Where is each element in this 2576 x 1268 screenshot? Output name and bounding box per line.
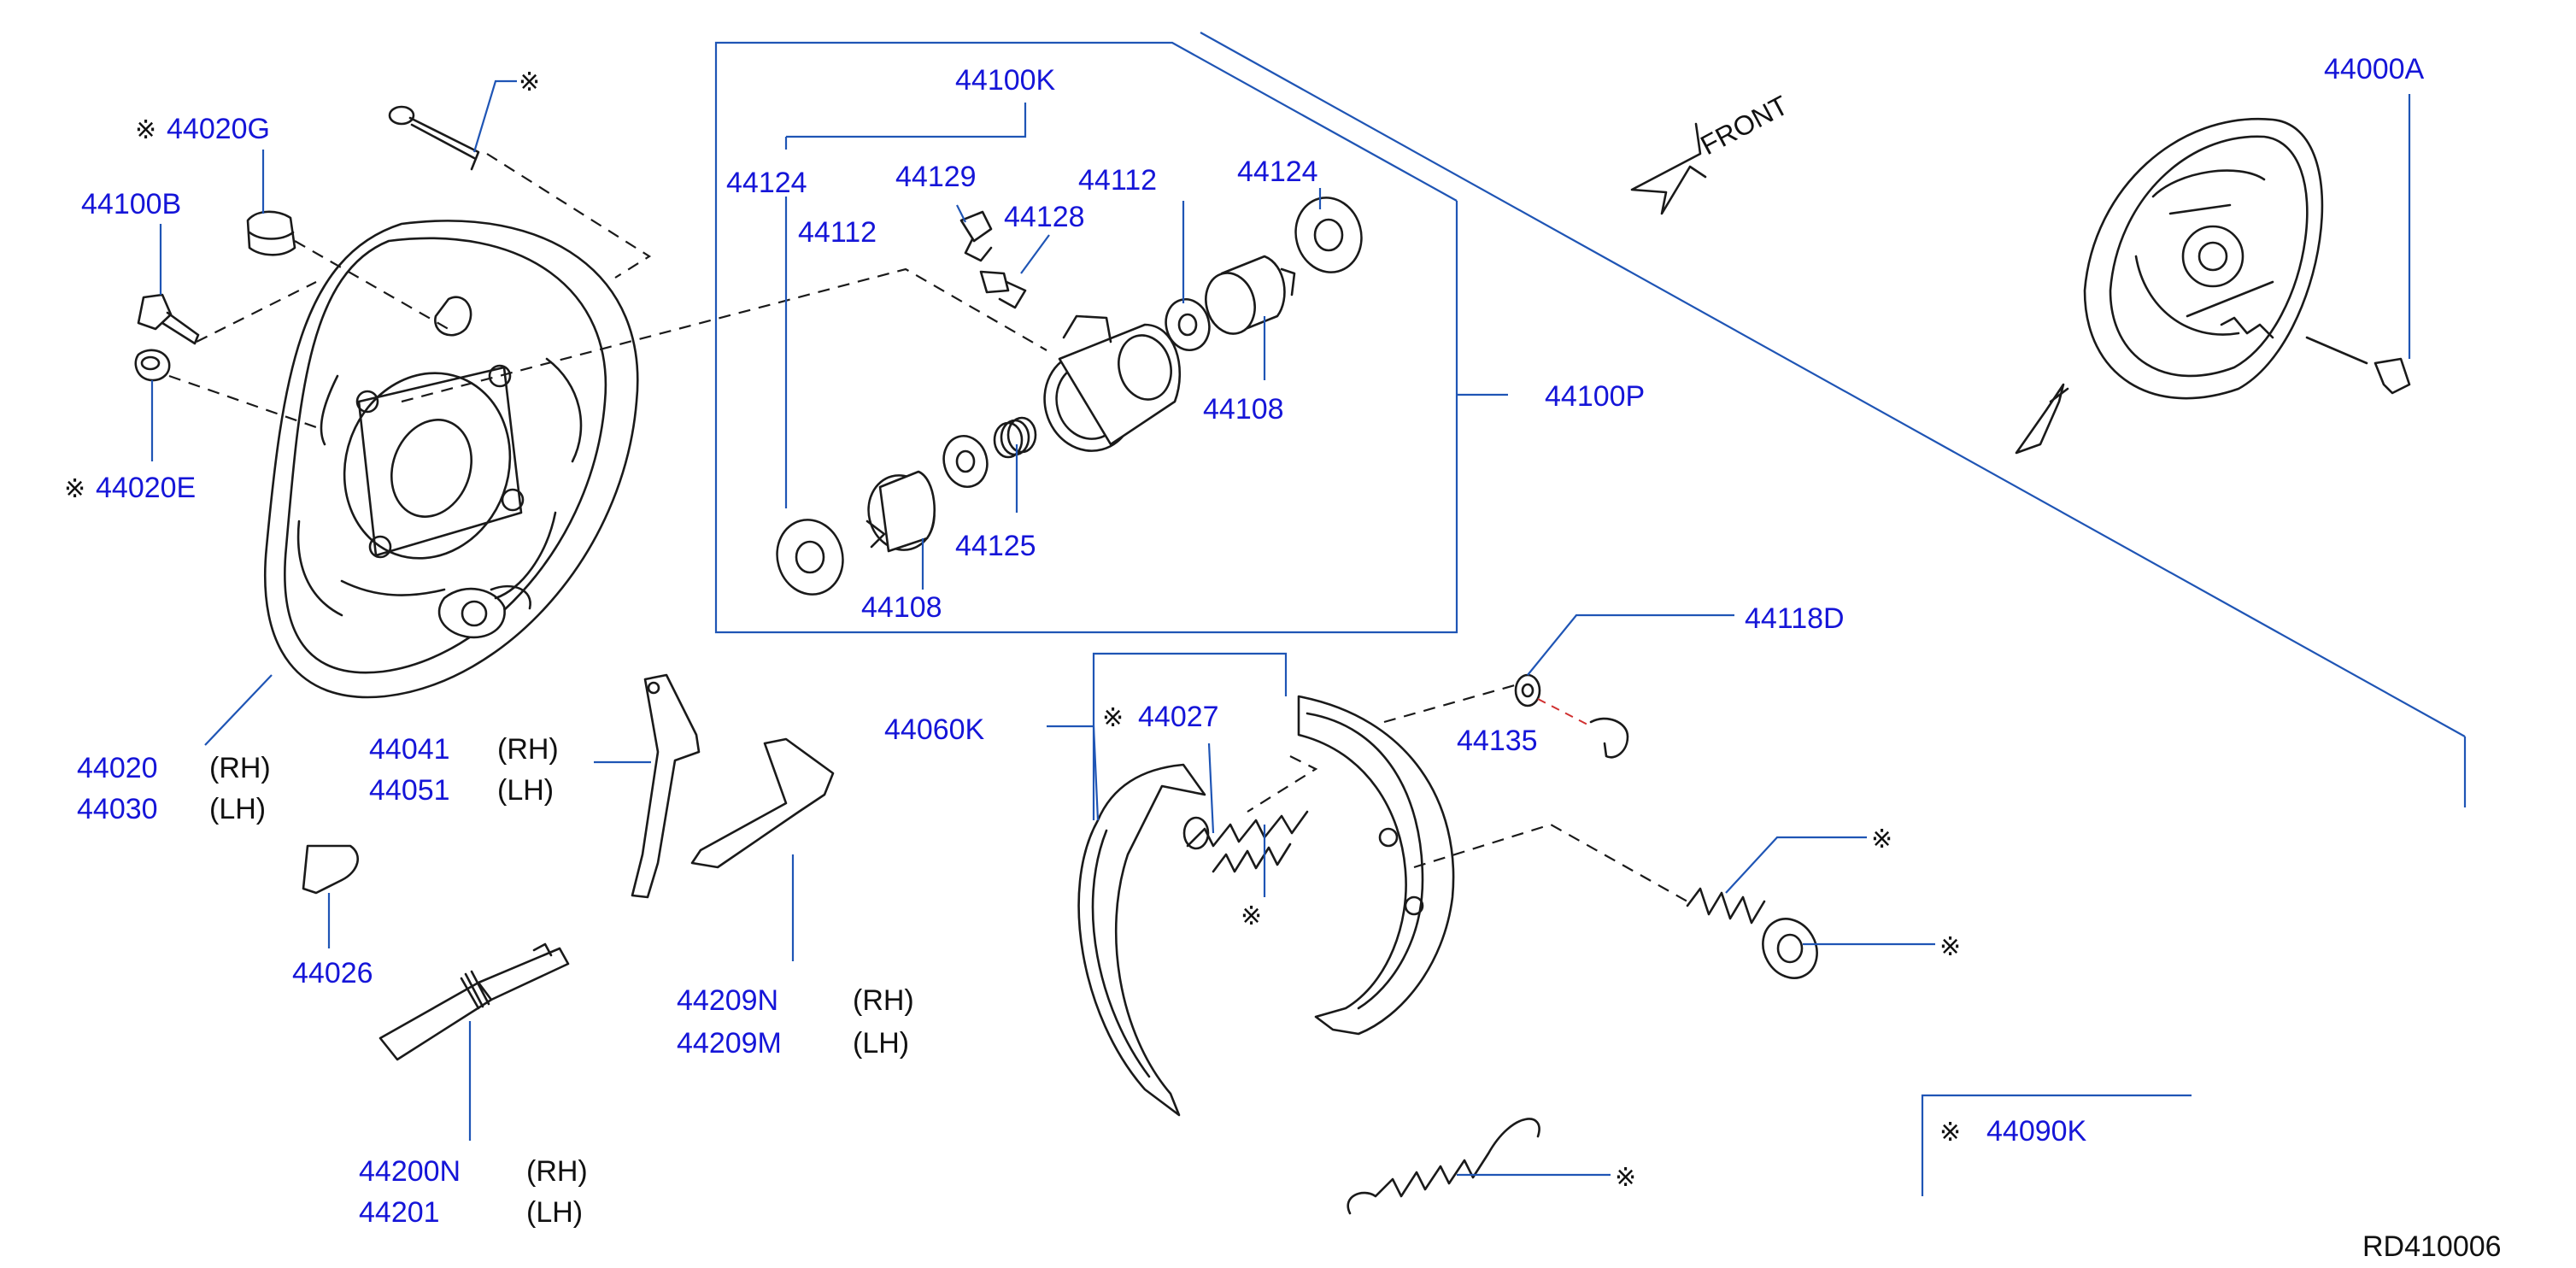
- side-44209N: (RH): [853, 984, 914, 1017]
- boot-left-44124: [776, 519, 844, 596]
- piston-right-44108: [1205, 255, 1296, 335]
- note-mark-lower-spring: ※: [1241, 901, 1262, 931]
- label-44020G: 44020G: [167, 113, 270, 145]
- washer-44118D: [1514, 673, 1541, 707]
- note-mark-44090K: ※: [1939, 1118, 1961, 1148]
- side-44051: (LH): [497, 774, 554, 807]
- side-44201: (LH): [526, 1196, 583, 1229]
- part-number-labels: 44100K 44000A ※ 44020G 44100B ※ 44020E ※…: [64, 53, 2502, 1263]
- label-44100B: 44100B: [81, 188, 181, 220]
- note-mark-44020E: ※: [64, 474, 85, 504]
- label-44200N: 44200N: [359, 1155, 461, 1188]
- label-44209N: 44209N: [677, 984, 778, 1017]
- label-44128: 44128: [1004, 201, 1085, 233]
- spring-bottom: [1347, 1118, 1540, 1215]
- leader-lines: [150, 79, 2411, 1196]
- cap-44026: [302, 844, 359, 895]
- note-mark-44020G: ※: [135, 115, 156, 145]
- spring-44027: [1182, 810, 1309, 850]
- clip-44135: [1589, 717, 1629, 759]
- note-mark-hold-down: ※: [1871, 825, 1892, 854]
- adjuster-44200N: [378, 942, 570, 1061]
- note-mark-bottom-spring: ※: [1615, 1163, 1636, 1193]
- note-mark-44027: ※: [1102, 703, 1124, 733]
- label-44020: 44020: [77, 752, 158, 784]
- label-44135: 44135: [1457, 725, 1538, 757]
- spring-lower: [1212, 842, 1292, 873]
- spring-44125: [993, 416, 1037, 459]
- note-mark-retainer: ※: [1939, 932, 1961, 962]
- retainer-cup: [1762, 918, 1818, 979]
- label-44026: 44026: [292, 957, 373, 989]
- lever-44041: [631, 673, 701, 899]
- diagram-code: RD410006: [2362, 1230, 2502, 1263]
- label-44100P: 44100P: [1545, 380, 1645, 413]
- brake-shoe-left: [1077, 763, 1206, 1117]
- wheel-cylinder-body: [1043, 314, 1182, 452]
- front-label: FRONT: [1695, 90, 1793, 161]
- label-44112-upper: 44112: [1078, 164, 1157, 197]
- bolt-44100B: [137, 293, 200, 345]
- label-44201: 44201: [359, 1196, 440, 1229]
- wheel-cylinder-inset: [714, 32, 2467, 807]
- grommet-44020G: [246, 210, 296, 256]
- side-44200N: (RH): [526, 1155, 588, 1188]
- label-44051: 44051: [369, 774, 450, 807]
- red-assembly-line: [1537, 698, 1592, 727]
- label-44129: 44129: [895, 161, 977, 193]
- side-44041: (RH): [497, 733, 559, 766]
- plug-44020E: [134, 349, 171, 382]
- front-arrow: FRONT: [1630, 90, 1793, 215]
- label-44020E: 44020E: [96, 472, 196, 504]
- bleeder-44129: [959, 210, 993, 262]
- side-44020: (RH): [209, 752, 271, 784]
- label-44027: 44027: [1138, 701, 1219, 733]
- label-44125: 44125: [955, 530, 1036, 562]
- side-44030: (LH): [209, 793, 266, 825]
- label-44041: 44041: [369, 733, 450, 766]
- brake-shoe-right: [1297, 695, 1455, 1036]
- side-44209M: (LH): [853, 1027, 909, 1060]
- bleeder-screw-44128: [979, 270, 1027, 309]
- brake-assembly-44000A: [2015, 117, 2411, 455]
- cup-left-44112: [942, 435, 989, 488]
- strut-44209N: [690, 737, 835, 869]
- assembly-lines-right: [1247, 682, 1688, 902]
- label-44112-left: 44112: [798, 216, 877, 249]
- label-44100K: 44100K: [955, 64, 1056, 97]
- label-44060K: 44060K: [884, 713, 985, 746]
- label-44108-left: 44108: [861, 591, 942, 624]
- boot-right-44124: [1294, 197, 1363, 273]
- label-44030: 44030: [77, 793, 158, 825]
- label-44108-right: 44108: [1203, 393, 1284, 426]
- label-44090K: 44090K: [1986, 1115, 2087, 1148]
- label-44124-right: 44124: [1237, 156, 1318, 188]
- pin-top: [388, 105, 480, 171]
- label-44118D: 44118D: [1745, 602, 1845, 635]
- assembly-lines-left: [168, 153, 1047, 429]
- label-44000A: 44000A: [2324, 53, 2425, 85]
- backing-plate: [263, 220, 639, 699]
- cup-right-44112: [1165, 298, 1211, 351]
- label-44209M: 44209M: [677, 1027, 782, 1060]
- note-mark-pin: ※: [519, 68, 540, 97]
- hold-down-spring: [1686, 887, 1766, 925]
- piston-left-44108: [866, 470, 936, 553]
- label-44124-left: 44124: [726, 167, 807, 199]
